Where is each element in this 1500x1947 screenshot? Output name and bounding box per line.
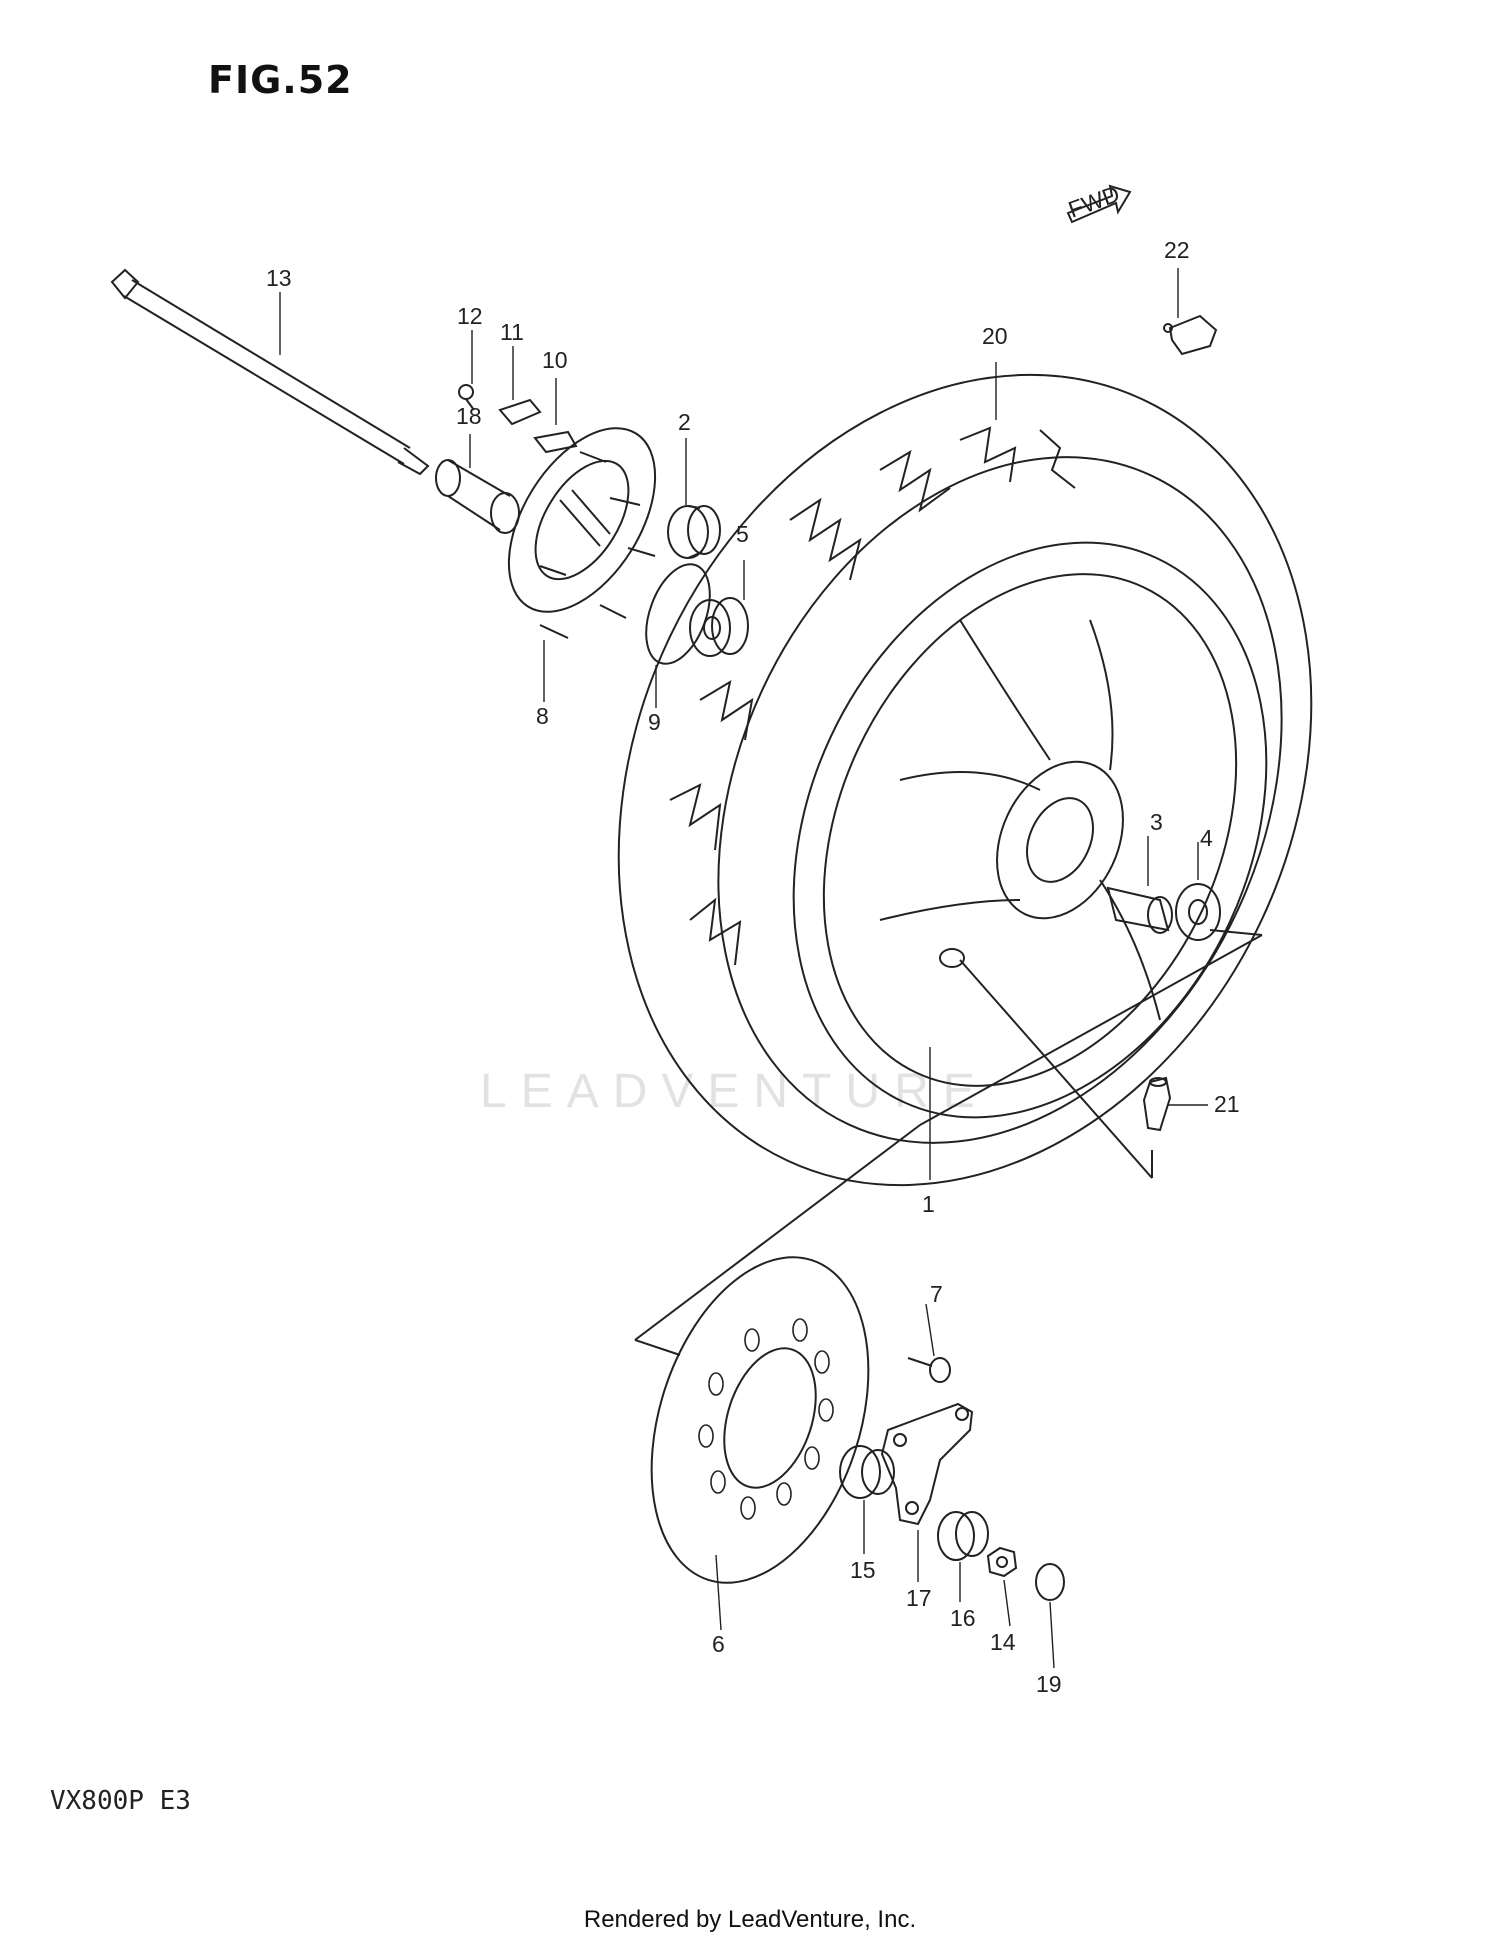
axle[interactable] (110, 268, 430, 476)
assembly-bracket-line (634, 929, 1263, 1356)
collar[interactable] (839, 1445, 895, 1499)
callout-4[interactable]: 4 (1200, 825, 1213, 851)
fwd-arrow-icon: FWD (1065, 180, 1132, 224)
caliper-bracket[interactable] (880, 1402, 974, 1526)
model-code: VX800P E3 (50, 1786, 191, 1816)
clamp[interactable] (1163, 314, 1218, 356)
speedometer-gearbox[interactable] (479, 403, 685, 639)
callout-2[interactable]: 2 (678, 409, 691, 435)
callout-5[interactable]: 5 (736, 521, 749, 547)
footer-credit: Rendered by LeadVenture, Inc. (583, 1906, 917, 1933)
spacer[interactable] (435, 459, 520, 534)
fwd-label: FWD (1065, 180, 1123, 222)
nut[interactable] (986, 1546, 1018, 1578)
callout-9[interactable]: 9 (648, 709, 661, 735)
figure-title: FIG.52 (208, 58, 353, 102)
cap[interactable] (1035, 1563, 1065, 1601)
callout-21[interactable]: 21 (1214, 1091, 1240, 1117)
callout-15[interactable]: 15 (850, 1557, 876, 1583)
callout-numbers: 1 2 3 4 5 6 7 8 9 10 11 12 13 14 15 16 1… (266, 237, 1240, 1697)
watermark: LEADVENTURE (480, 1065, 989, 1118)
clip[interactable] (533, 430, 578, 454)
spacer[interactable] (1106, 886, 1173, 934)
bearing[interactable] (689, 597, 749, 657)
callout-10[interactable]: 10 (542, 347, 568, 373)
balance-weight[interactable] (939, 948, 965, 968)
washer-plate[interactable] (498, 398, 542, 426)
stud (539, 451, 656, 639)
wheel[interactable] (704, 465, 1356, 1195)
callout-12[interactable]: 12 (457, 303, 483, 329)
callout-14[interactable]: 14 (990, 1629, 1016, 1655)
callout-22[interactable]: 22 (1164, 237, 1190, 263)
valve[interactable] (1142, 1076, 1172, 1132)
callout-18[interactable]: 18 (456, 403, 482, 429)
callout-13[interactable]: 13 (266, 265, 292, 291)
brake-disc[interactable] (613, 1229, 907, 1610)
o-ring[interactable] (634, 556, 722, 673)
bolt[interactable] (458, 384, 475, 411)
bearing[interactable] (1175, 883, 1221, 941)
tire[interactable] (490, 261, 1440, 1300)
bearing[interactable] (667, 505, 721, 559)
callout-3[interactable]: 3 (1150, 809, 1163, 835)
callout-17[interactable]: 17 (906, 1585, 932, 1611)
callout-1[interactable]: 1 (922, 1191, 935, 1217)
callout-6[interactable]: 6 (712, 1631, 725, 1657)
callout-11[interactable]: 11 (500, 319, 524, 345)
callout-19[interactable]: 19 (1036, 1671, 1062, 1697)
collar[interactable] (937, 1511, 989, 1561)
callout-7[interactable]: 7 (930, 1281, 943, 1307)
callout-16[interactable]: 16 (950, 1605, 976, 1631)
bolt[interactable] (907, 1357, 951, 1383)
callout-20[interactable]: 20 (982, 323, 1008, 349)
callout-8[interactable]: 8 (536, 703, 549, 729)
leader-lines (279, 268, 1208, 1669)
